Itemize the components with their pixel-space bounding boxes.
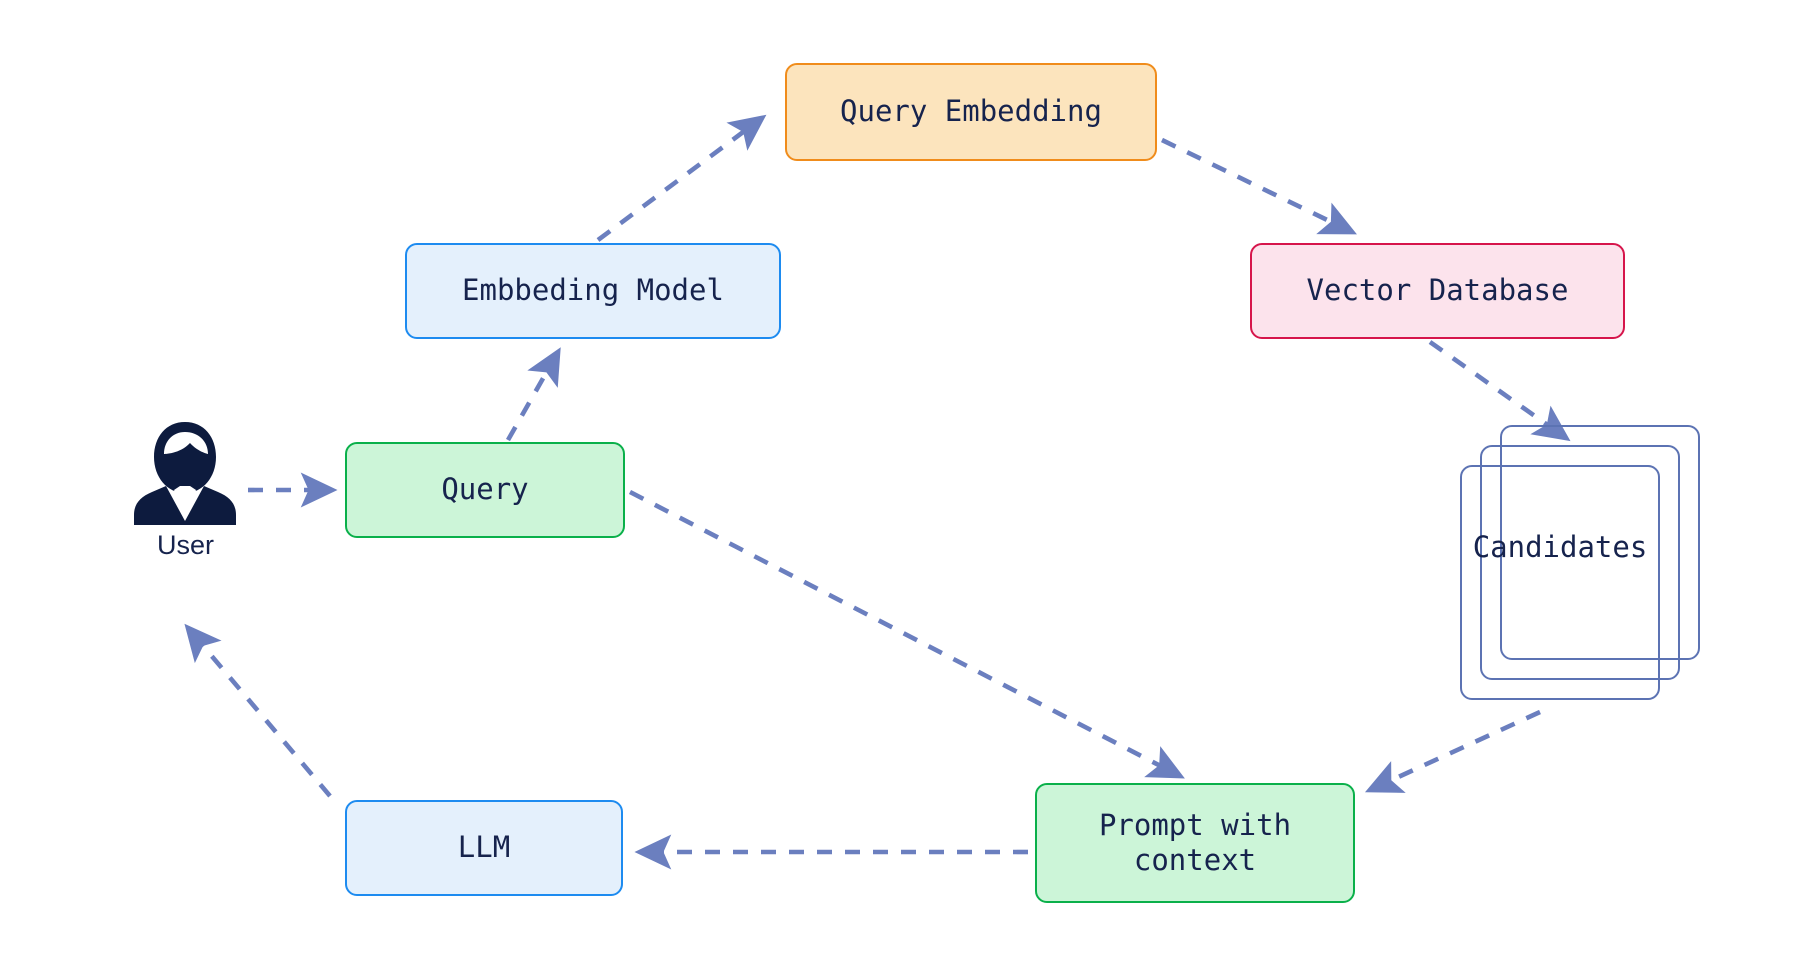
user-node[interactable]: User xyxy=(118,420,253,580)
node-prompt-with-context[interactable]: Prompt with context xyxy=(1035,783,1355,903)
node-query-embedding[interactable]: Query Embedding xyxy=(785,63,1157,161)
candidates-stack-sheet-3 xyxy=(1500,425,1700,660)
node-candidates[interactable]: Candidates xyxy=(1460,425,1700,700)
user-avatar-icon xyxy=(134,422,236,525)
edge-vector-database-to-candidates xyxy=(1428,340,1571,442)
edge-query-embedding-to-vector-database xyxy=(1160,137,1357,235)
node-llm[interactable]: LLM xyxy=(345,800,623,896)
candidates-stack-sheet-2 xyxy=(1480,445,1680,680)
candidates-label: Candidates xyxy=(1472,530,1648,564)
edge-llm-to-user xyxy=(184,623,332,798)
node-vector-database[interactable]: Vector Database xyxy=(1250,243,1625,339)
node-query[interactable]: Query xyxy=(345,442,625,538)
node-embedding-model[interactable]: Embbeding Model xyxy=(405,243,781,339)
edge-query-to-embedding-model xyxy=(506,347,561,442)
edge-candidates-to-prompt xyxy=(1364,709,1541,793)
candidates-stack-sheet-1 xyxy=(1460,465,1660,700)
edge-embedding-model-to-query-embedding xyxy=(596,114,767,242)
edge-query-to-prompt xyxy=(628,489,1185,779)
user-label: User xyxy=(156,530,214,560)
